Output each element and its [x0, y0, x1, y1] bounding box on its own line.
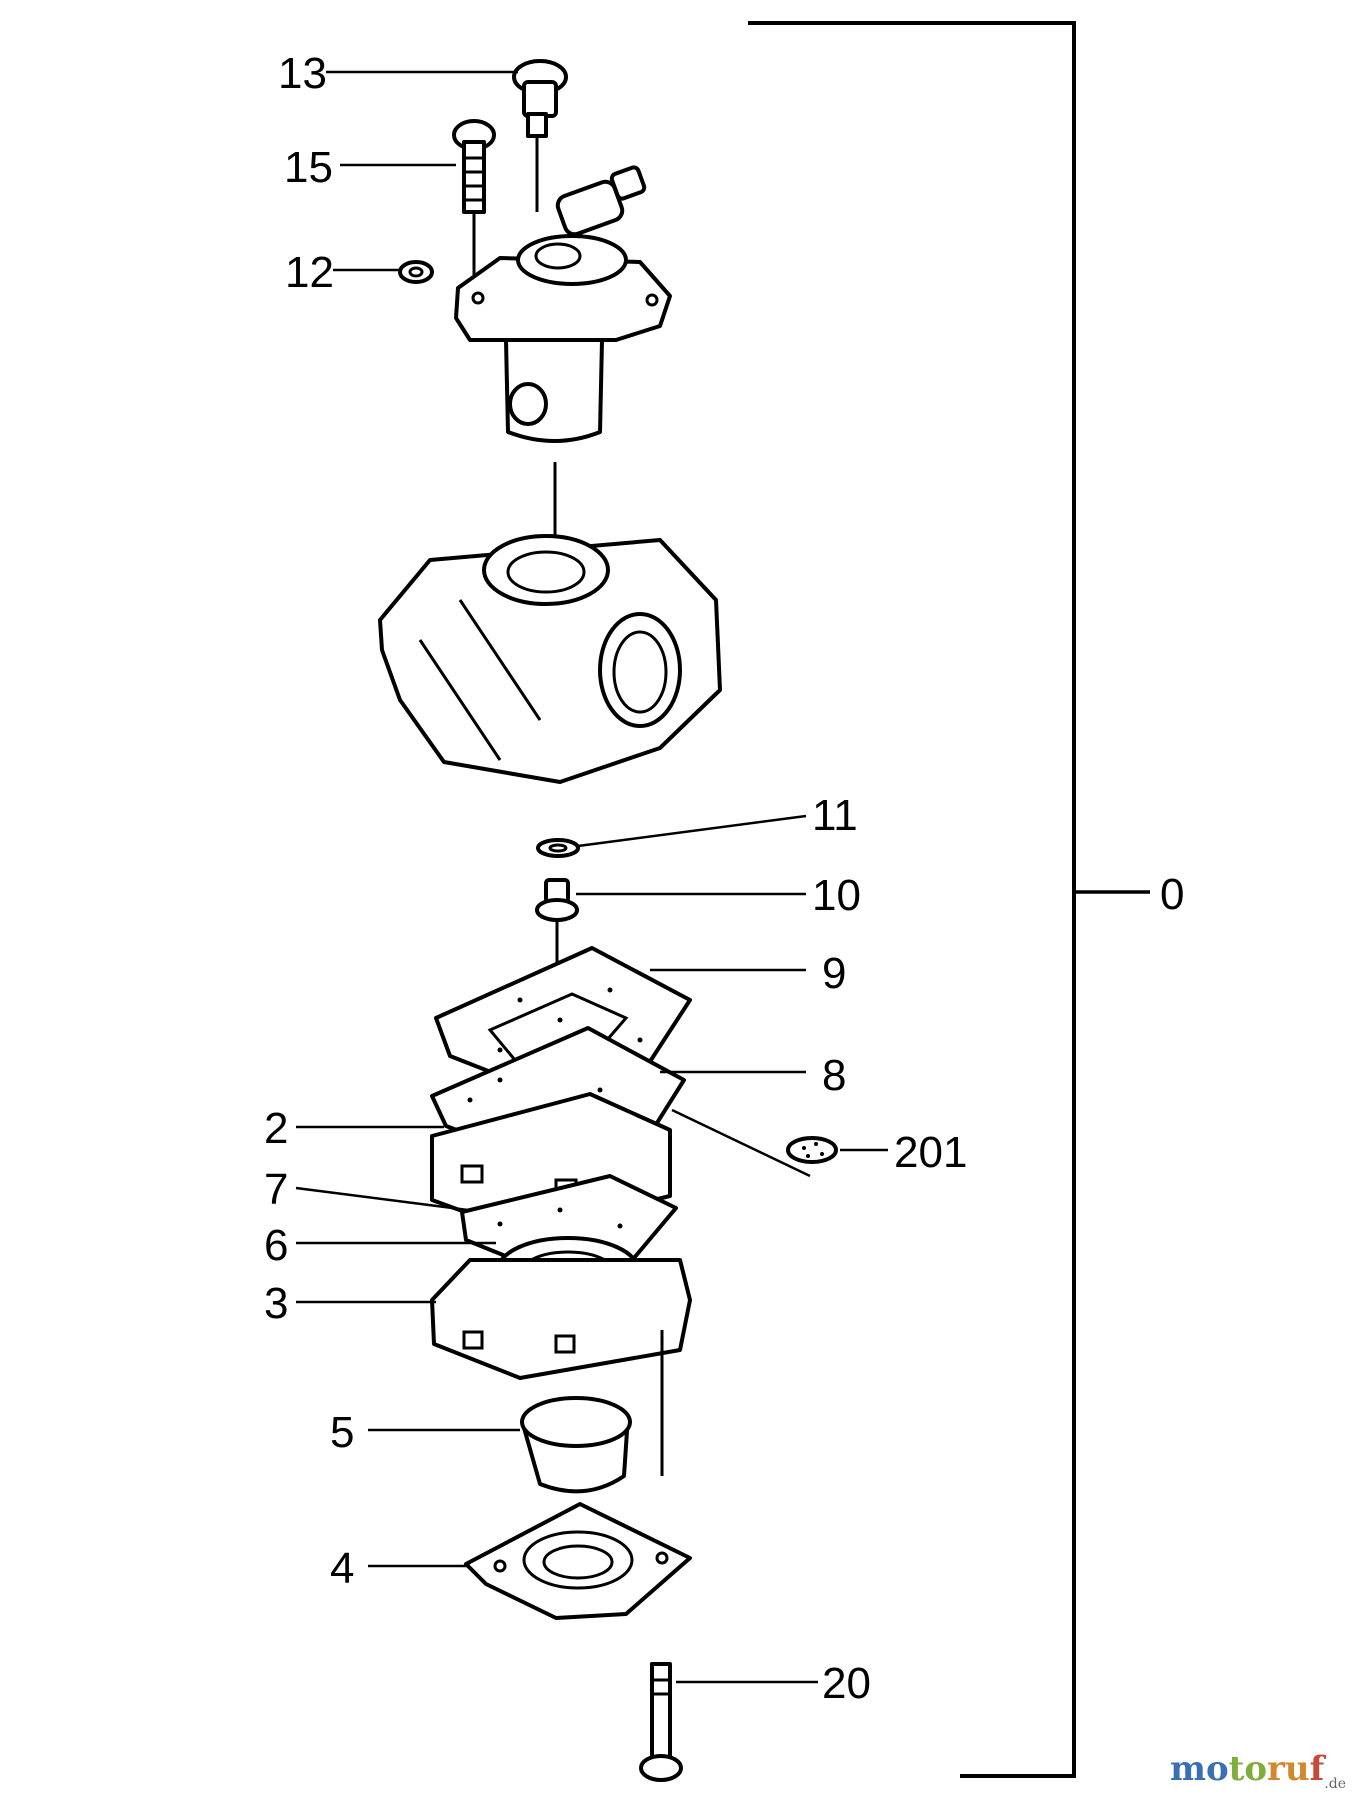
callout-8: 8	[822, 1051, 846, 1100]
part-3-block	[430, 1258, 692, 1380]
callout-15: 15	[284, 143, 333, 192]
callout-4: 4	[330, 1544, 354, 1593]
motoruf-logo: motoruf.de	[1169, 1749, 1346, 1792]
callout-9: 9	[822, 949, 846, 998]
callout-201: 201	[894, 1128, 967, 1177]
part-5-cup	[520, 1396, 632, 1494]
leader-7	[295, 1186, 469, 1212]
carburetor-main-body	[378, 534, 722, 784]
upper-throttle-housing	[454, 165, 672, 443]
part-11-washer	[536, 838, 580, 858]
callout-7: 7	[264, 1165, 288, 1214]
part-12-washer	[398, 260, 434, 284]
callout-3: 3	[264, 1279, 288, 1328]
part-15-bolt	[452, 119, 496, 290]
filter-guide-line	[671, 1108, 811, 1178]
callout-20: 20	[822, 1659, 871, 1708]
callout-5: 5	[330, 1408, 354, 1457]
part-4-cover-plate	[464, 1502, 692, 1620]
part-201-filter	[786, 1136, 838, 1164]
callout-2: 2	[264, 1104, 288, 1153]
part-20-screw	[639, 1662, 683, 1782]
part-13-screw	[512, 59, 568, 212]
callout-13: 13	[278, 49, 327, 98]
assembly-bracket	[748, 21, 1076, 1778]
callout-0: 0	[1160, 870, 1184, 919]
callout-6: 6	[264, 1221, 288, 1270]
callout-10: 10	[812, 871, 861, 920]
callout-12: 12	[285, 248, 334, 297]
leader-11	[577, 814, 807, 848]
callout-11: 11	[812, 791, 858, 840]
